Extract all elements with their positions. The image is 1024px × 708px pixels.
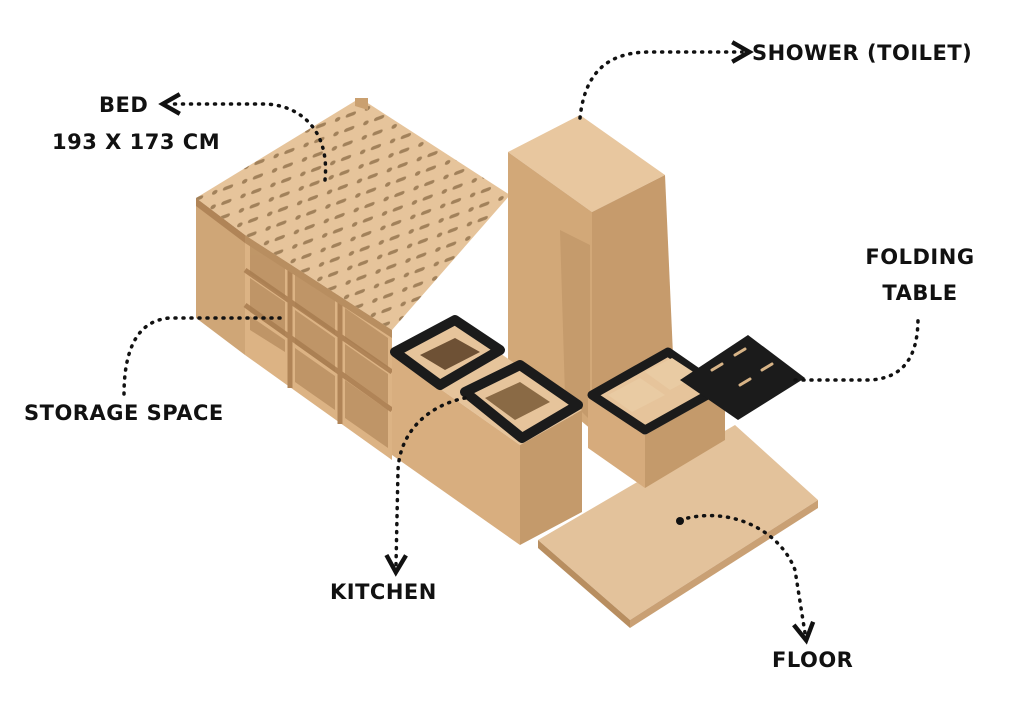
floor-label: FLOOR <box>772 648 854 672</box>
storage-bed-module <box>196 98 510 460</box>
kitchen-leader <box>384 396 467 577</box>
folding-table-label-line2: TABLE <box>882 281 958 305</box>
folding-table <box>680 335 805 420</box>
kitchen-label: KITCHEN <box>330 580 437 604</box>
storage-label: STORAGE SPACE <box>24 401 224 425</box>
shower-leader <box>578 40 754 120</box>
shower-label: SHOWER (TOILET) <box>752 41 973 65</box>
storage-leader <box>122 316 282 397</box>
shower-cabinet <box>508 115 675 430</box>
bed-title-label: BED <box>99 93 149 117</box>
folding-table-leader <box>793 316 920 382</box>
bed-leader <box>158 92 328 182</box>
folding-table-label-line1: FOLDING <box>865 245 975 269</box>
floor-leader-dot <box>676 517 684 525</box>
kitchen-module <box>390 315 583 545</box>
bed-size-label: 193 X 173 CM <box>52 130 221 154</box>
